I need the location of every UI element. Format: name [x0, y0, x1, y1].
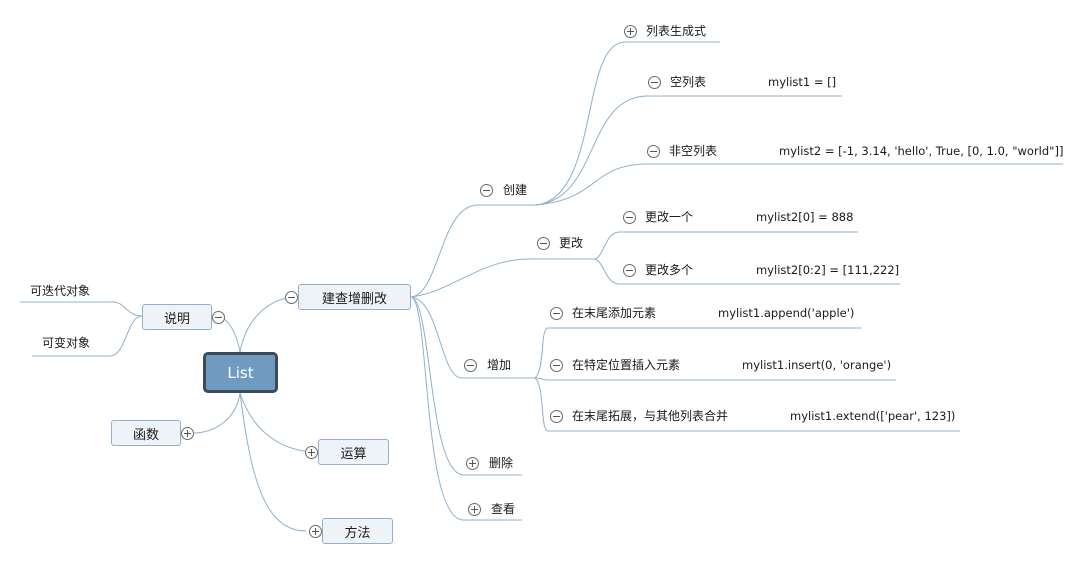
node-genggai-label: 更改: [559, 236, 584, 250]
collapse-genggai-icon[interactable]: [537, 237, 550, 250]
collapse-zengjia-icon[interactable]: [464, 359, 477, 372]
node-empty-list-label: 空列表: [670, 75, 707, 89]
node-change-many-label: 更改多个: [645, 263, 694, 277]
collapse-extend-icon[interactable]: [550, 410, 563, 423]
collapse-change-many-icon[interactable]: [623, 264, 636, 277]
node-append-code: mylist1.append('apple'): [718, 306, 855, 320]
node-shuoming-label: 说明: [163, 311, 190, 327]
node-crud-label: 建查增删改: [321, 291, 387, 307]
link-root-fangfa: [239, 392, 307, 532]
link-crud-chakan: [410, 296, 522, 521]
expand-yunsuan-icon[interactable]: [305, 446, 318, 459]
expand-hanshu-icon[interactable]: [181, 427, 194, 440]
link-shuoming-iterable: [20, 301, 143, 317]
node-empty-list-code: mylist1 = []: [768, 75, 837, 89]
expand-chakan-icon[interactable]: [468, 503, 481, 516]
link-gg-one: [594, 231, 858, 260]
node-extend-label: 在末尾拓展，与其他列表合并: [572, 409, 729, 423]
node-shuoming[interactable]: 说明: [142, 304, 212, 330]
expand-shanchu-icon[interactable]: [466, 457, 479, 470]
link-crud-shanchu: [410, 296, 522, 476]
link-zj-insert: [534, 377, 896, 381]
node-chakan-label: 查看: [491, 502, 516, 516]
link-crud-chuangjian: [410, 204, 535, 298]
node-append-label: 在末尾添加元素: [572, 306, 657, 320]
collapse-crud-icon[interactable]: [285, 291, 298, 304]
link-zj-append: [534, 327, 862, 379]
node-chuangjian-label: 创建: [503, 183, 528, 197]
link-crud-zengjia: [410, 296, 535, 379]
node-mutable-label: 可变对象: [42, 336, 91, 350]
node-crud[interactable]: 建查增删改: [298, 284, 411, 310]
node-change-many-code: mylist2[0:2] = [111,222]: [756, 263, 900, 277]
node-insert-label: 在特定位置插入元素: [572, 358, 681, 372]
expand-fangfa-icon[interactable]: [309, 525, 322, 538]
link-crud-genggai: [410, 258, 595, 298]
link-root-yunsuan: [239, 392, 319, 453]
expand-list-comprehension-icon[interactable]: [624, 25, 637, 38]
node-zengjia-label: 增加: [487, 358, 512, 372]
node-nonempty-list-label: 非空列表: [669, 144, 718, 158]
collapse-insert-icon[interactable]: [550, 359, 563, 372]
node-extend-code: mylist1.extend(['pear', 123]): [790, 409, 956, 423]
link-cj-gen: [534, 41, 720, 206]
collapse-chuangjian-icon[interactable]: [480, 184, 493, 197]
node-iterable-label: 可迭代对象: [30, 284, 91, 298]
node-hanshu-label: 函数: [132, 427, 159, 443]
link-gg-many: [594, 258, 900, 285]
node-fangfa-label: 方法: [344, 525, 371, 541]
node-shanchu-label: 删除: [489, 456, 514, 470]
link-shuoming-mutable: [32, 315, 143, 357]
link-zj-extend: [534, 377, 960, 432]
collapse-empty-list-icon[interactable]: [648, 76, 661, 89]
collapse-shuoming-icon[interactable]: [212, 311, 225, 324]
node-hanshu[interactable]: 函数: [111, 420, 181, 446]
node-change-one-label: 更改一个: [645, 210, 694, 224]
root-node[interactable]: List: [203, 352, 278, 393]
collapse-change-one-icon[interactable]: [623, 211, 636, 224]
link-cj-empty: [534, 95, 842, 206]
link-cj-nonempty: [534, 163, 1063, 206]
node-list-comprehension-label: 列表生成式: [646, 24, 707, 38]
node-yunsuan[interactable]: 运算: [318, 439, 389, 465]
node-fangfa[interactable]: 方法: [322, 518, 393, 544]
node-insert-code: mylist1.insert(0, 'orange'): [742, 358, 892, 372]
node-change-one-code: mylist2[0] = 888: [756, 210, 854, 224]
link-root-crud: [239, 296, 299, 353]
node-nonempty-list-code: mylist2 = [-1, 3.14, 'hello', True, [0, …: [779, 144, 1064, 158]
collapse-nonempty-list-icon[interactable]: [647, 145, 660, 158]
link-root-hanshu: [192, 392, 241, 434]
collapse-append-icon[interactable]: [550, 307, 563, 320]
node-yunsuan-label: 运算: [340, 446, 367, 462]
